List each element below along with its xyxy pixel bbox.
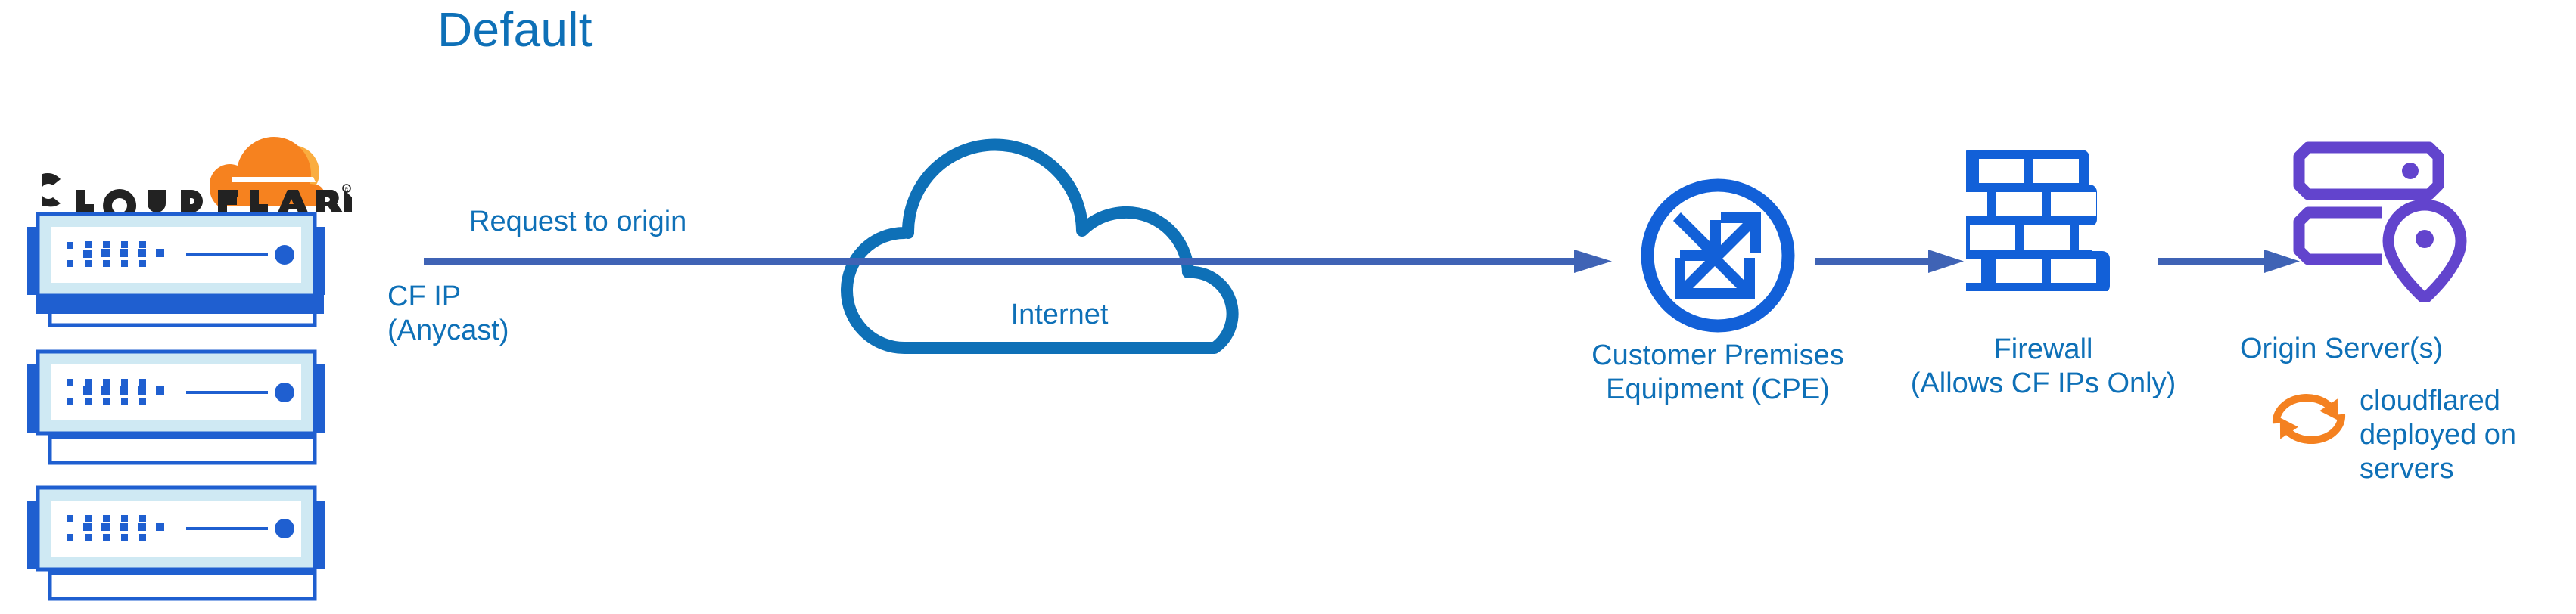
connection-arrow-firewall-to-origin	[2158, 246, 2302, 276]
rack-dot-matrix	[67, 515, 164, 541]
connection-arrow-cf-to-cpe	[424, 246, 1616, 276]
node-label-internet: Internet	[1010, 299, 1109, 330]
registered-trademark-icon	[342, 184, 351, 193]
rack-dot-matrix	[67, 379, 164, 405]
svg-text:R: R	[345, 188, 349, 192]
server-rack-icon	[14, 348, 339, 476]
rack-dot-matrix	[67, 241, 164, 267]
cloudflare-wordmark	[42, 173, 352, 216]
cloudflare-logo: R	[42, 110, 352, 216]
sync-arrows-icon	[2266, 384, 2351, 454]
location-pin-outline	[2382, 199, 2467, 302]
location-pin-dot	[2416, 230, 2434, 248]
origin-rack-top-led	[2402, 163, 2419, 179]
node-label-cpe: Customer Premises Equipment (CPE)	[1591, 340, 1844, 405]
server-rack-icon	[14, 210, 339, 339]
connection-arrow-cpe-to-firewall	[1815, 246, 1966, 276]
router-four-arrows-icon	[1635, 172, 1801, 339]
origin-rack-top	[2293, 141, 2444, 200]
cloudflare-cloud-main	[210, 137, 325, 206]
annotation-label-cloudflared: cloudflared deployed on servers	[2360, 385, 2517, 485]
page-title: Default	[437, 2, 593, 57]
brick-wall-firewall-icon	[1966, 147, 2117, 291]
server-location-pin-icon	[2293, 140, 2482, 302]
node-label-firewall: Firewall (Allows CF IPs Only)	[1910, 333, 2176, 399]
connection-label-cf-ip-anycast: CF IP (Anycast)	[387, 281, 509, 346]
connection-label-request-to-origin: Request to origin	[469, 206, 687, 237]
server-rack-icon	[14, 484, 339, 612]
node-label-origin-server: Origin Server(s)	[2240, 333, 2444, 364]
